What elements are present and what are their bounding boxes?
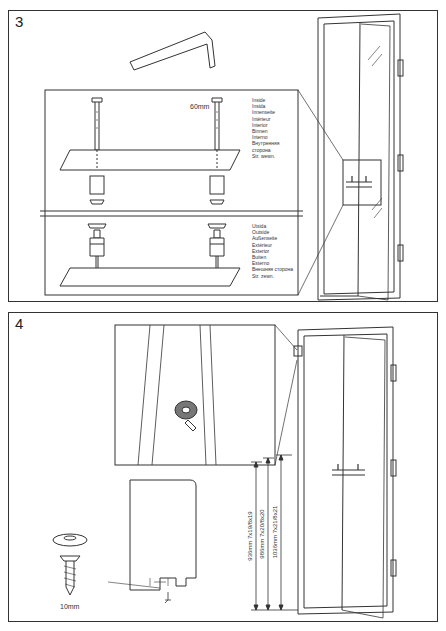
dimension-label: 1036mm 7x21/8x21 (272, 505, 278, 560)
dimension-label: 936mm 7x19/8x19 (247, 510, 253, 561)
side-label: Binnen (252, 129, 268, 134)
side-label: Innenseite (252, 110, 275, 115)
side-label: Intérieur (252, 117, 270, 122)
dimension-label: 986mm 7x20/8x20 (259, 508, 265, 559)
step-number: 4 (15, 316, 23, 331)
size-label: 60mm (190, 103, 209, 110)
step-panel: 4 (8, 312, 438, 622)
side-label: Interno (252, 135, 268, 140)
side-label: Esterno (252, 261, 269, 266)
side-label: Inside (252, 98, 265, 103)
step-panel: 3 (8, 10, 438, 302)
side-label: Str. wewn. (252, 154, 275, 159)
side-label: Outside (252, 230, 269, 235)
side-label: сторона (252, 148, 271, 153)
side-label: Utsida (252, 224, 266, 229)
side-label: Insida (252, 104, 265, 109)
side-label: Exterior (252, 249, 269, 254)
side-label: Внутренняя (252, 141, 279, 146)
side-label: Interior (252, 123, 268, 128)
side-label: Außenseite (252, 236, 277, 241)
size-label: 10mm (60, 603, 79, 610)
step-number: 3 (15, 14, 23, 29)
side-label: Внешняя сторона (252, 267, 293, 272)
side-label: Extérieur (252, 243, 272, 248)
side-label: Str. zewn. (252, 274, 274, 279)
side-label: Buiten (252, 255, 266, 260)
